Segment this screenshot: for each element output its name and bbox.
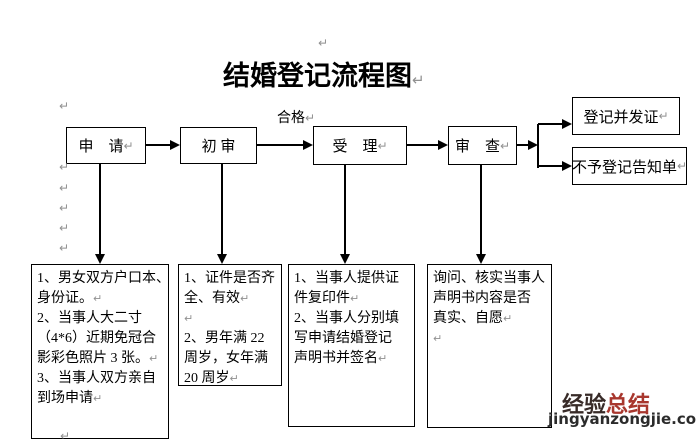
paragraph-mark-icon: ↵ [377,138,388,153]
arrowhead-down-icon [217,254,227,264]
flow-step-examine: 审 查↵ [448,126,517,165]
connector-first-review-to-details [221,163,223,255]
paragraph-mark-icon: ↵ [184,312,194,325]
outcome-register-issue-label: 登记并发证 [583,109,659,126]
connector-accept-to-examine [407,144,440,146]
connector-accept-to-details [344,164,346,255]
connector-branch-to-refusal [538,165,564,167]
connector-apply-to-details [99,163,101,255]
arrowhead-right-icon [438,140,448,150]
paragraph-mark-icon: ↵ [59,221,70,235]
flowchart-title-text: 结婚登记流程图 [223,61,412,91]
arrowhead-right-icon [528,140,538,150]
paragraph-mark-icon: ↵ [59,160,70,174]
arrowhead-right-icon [562,119,572,129]
watermark-brand-red: 总结 [606,393,651,418]
branch-vertical-line [537,124,539,168]
details-box-accept: 1、当事人提供证 件复印件↵ 2、当事人分别填 写申请结婚登记 声明书并签名↵ [288,264,415,427]
paragraph-mark-icon: ↵ [123,138,134,153]
paragraph-mark-icon: ↵ [503,312,513,325]
paragraph-mark-icon: ↵ [350,292,360,305]
arrowhead-down-icon [95,254,105,264]
paragraph-mark-icon: ↵ [378,352,388,365]
connector-examine-to-details [480,164,482,255]
paragraph-mark-icon: ↵ [240,292,250,305]
outcome-refusal-notice-label: 不予登记告知单 [571,159,677,176]
qualified-label: 合格↵ [277,107,315,127]
outcome-box-refusal-notice: 不予登记告知单↵ [572,147,687,185]
arrowhead-down-icon [340,254,350,264]
flow-step-apply-label: 申 请 [78,139,124,155]
flow-step-examine-label: 审 查 [454,139,500,155]
connector-apply-to-first-review [146,144,172,146]
paragraph-mark-icon: ↵ [499,138,511,153]
paragraph-mark-icon: ↵ [60,429,71,443]
details-box-apply: 1、男女双方户口本、 身份证。↵ 2、当事人大二寸 （4*6）近期免冠合 影彩色… [31,264,170,439]
connector-examine-to-branch [517,144,530,146]
watermark-domain: jingyanzongjie.com [548,410,696,428]
flow-step-accept: 受 理↵ [313,126,407,165]
flow-step-first-review-label: 初 审 [201,139,236,155]
details-box-examine: 询问、核实当事人 声明书内容是否 真实、自愿↵ ↵ [427,264,552,428]
paragraph-mark-icon: ↵ [318,36,329,50]
paragraph-mark-icon: ↵ [93,292,103,305]
paragraph-mark-icon: ↵ [676,159,688,173]
connector-first-review-to-accept [257,144,305,146]
paragraph-mark-icon: ↵ [229,372,239,385]
flowchart-title: 结婚登记流程图↵ [223,54,425,93]
outcome-box-register-issue: 登记并发证↵ [572,97,680,135]
paragraph-mark-icon: ↵ [59,201,70,215]
paragraph-mark-icon: ↵ [305,111,316,125]
paragraph-mark-icon: ↵ [433,332,443,345]
paragraph-mark-icon: ↵ [658,109,669,123]
qualified-label-text: 合格 [277,111,305,126]
paragraph-mark-icon: ↵ [59,241,70,255]
arrowhead-right-icon [170,140,180,150]
connector-branch-to-register [538,123,564,125]
flow-step-first-review: 初 审 [180,127,257,164]
paragraph-mark-icon: ↵ [59,99,70,113]
arrowhead-down-icon [476,254,486,264]
paragraph-mark-icon: ↵ [59,181,70,195]
paragraph-mark-icon: ↵ [93,392,103,405]
flow-step-apply: 申 请↵ [66,127,146,164]
details-box-first-review: 1、证件是否齐 全、有效↵ ↵ 2、男年满 22 周岁，女年满 20 周岁↵ [178,264,282,386]
watermark-brand-dark: 经验 [562,393,607,418]
arrowhead-right-icon [303,140,313,150]
paragraph-mark-icon: ↵ [149,352,159,365]
flow-step-accept-label: 受 理 [332,139,378,155]
arrowhead-right-icon [562,161,572,171]
watermark-brand: 经验总结 [562,387,650,419]
paragraph-mark-icon: ↵ [412,71,425,89]
